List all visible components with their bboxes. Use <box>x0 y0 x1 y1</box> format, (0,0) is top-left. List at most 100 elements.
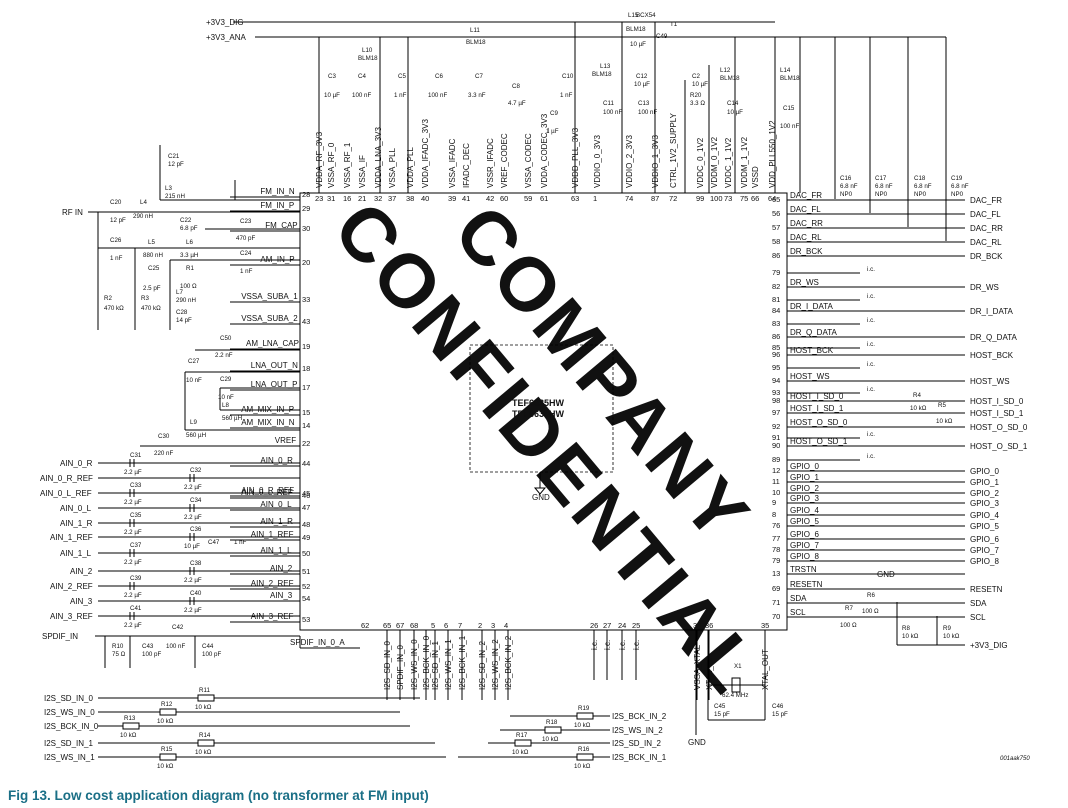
bottom-pin-number: 62 <box>361 621 369 630</box>
i2s-left-ref: R15 <box>161 746 173 753</box>
spdif-i2s-wires <box>95 635 610 758</box>
svg-text:NP0: NP0 <box>951 191 964 198</box>
svg-text:C12: C12 <box>636 73 648 80</box>
left-pin-number: 44 <box>302 459 310 468</box>
right-ic-label: i.c. <box>867 293 875 300</box>
top-pin-number: 74 <box>625 194 633 203</box>
svg-text:R2: R2 <box>104 295 112 302</box>
left-pin-name: FM_IN_P <box>260 201 294 210</box>
i2s-right-resistor <box>576 753 594 761</box>
top-pin-number: 72 <box>669 194 677 203</box>
ain-net-label: AIN_0_R <box>60 459 93 468</box>
right-net-label: GND <box>877 570 895 579</box>
bottom-pin-number: 35 <box>761 621 769 630</box>
top-pin-name: IFADC_DEC <box>462 143 471 188</box>
right-pin-number: 92 <box>772 422 780 431</box>
right-pin-number: 65 <box>772 195 780 204</box>
svg-text:C26: C26 <box>110 237 122 244</box>
svg-text:L5: L5 <box>148 239 155 246</box>
ain-cap-ref: C39 <box>130 575 142 582</box>
svg-text:R4: R4 <box>913 392 921 399</box>
right-pin-name: GPIO_2 <box>790 484 819 493</box>
l12-ref: L12 <box>720 67 731 74</box>
right-ic-label: i.c. <box>867 453 875 460</box>
top-pin-name: VDDM_1_1V2 <box>740 136 749 188</box>
svg-text:C25: C25 <box>148 265 160 272</box>
rails <box>233 21 801 193</box>
bottom-pin-number: 68 <box>410 621 418 630</box>
i2s-left-net: I2S_SD_IN_1 <box>44 739 93 748</box>
svg-text:C9: C9 <box>550 110 558 117</box>
svg-text:R20: R20 <box>690 92 702 99</box>
c45-val: 15 pF <box>714 711 730 718</box>
svg-text:6.8 nF: 6.8 nF <box>951 183 969 190</box>
svg-text:R8: R8 <box>902 625 910 632</box>
right-net-label: DR_BCK <box>970 252 1003 261</box>
svg-text:75 Ω: 75 Ω <box>112 651 126 658</box>
left-pin-number: 50 <box>302 549 310 558</box>
svg-text:C6: C6 <box>435 73 443 80</box>
svg-text:C28: C28 <box>176 309 188 316</box>
svg-text:100 nF: 100 nF <box>428 92 447 99</box>
c47-ref: C47 <box>208 539 220 546</box>
svg-text:10 kΩ: 10 kΩ <box>943 633 960 640</box>
top-pin-number: 16 <box>343 194 351 203</box>
i2s-left-net: I2S_SD_IN_0 <box>44 694 93 703</box>
svg-text:C50: C50 <box>220 335 232 342</box>
svg-text:C22: C22 <box>180 217 192 224</box>
right-pin-number: 76 <box>772 521 780 530</box>
svg-text:C8: C8 <box>512 83 520 90</box>
right-pin-name: HOST_O_SD_1 <box>790 437 848 446</box>
right-pin-name: GPIO_0 <box>790 462 819 471</box>
svg-text:C21: C21 <box>168 153 180 160</box>
left-pin-name: VSSA_SUBA_2 <box>241 314 298 323</box>
right-pin-number: 96 <box>772 350 780 359</box>
ain-cap-value: 2.2 µF <box>124 592 142 599</box>
svg-text:10 kΩ: 10 kΩ <box>936 418 953 425</box>
left-pin-name: VSSA_SUBA_1 <box>241 292 298 301</box>
chip-name-2: TEF6638HW <box>512 409 565 419</box>
svg-text:C7: C7 <box>475 73 483 80</box>
right-pin-number: 89 <box>772 455 780 464</box>
right-ic-label: i.c. <box>867 386 875 393</box>
left-pin-number: 19 <box>302 342 310 351</box>
top-pin-name: VDDA_CODEC_3V3 <box>540 113 549 188</box>
right-net-label: DAC_RR <box>970 224 1003 233</box>
svg-text:C13: C13 <box>638 100 650 107</box>
top-pin-number: 31 <box>327 194 335 203</box>
top-pin-number: 42 <box>486 194 494 203</box>
ain-cap-ref: C33 <box>130 482 142 489</box>
i2s-left-net: I2S_BCK_IN_0 <box>44 722 99 731</box>
svg-text:100 nF: 100 nF <box>352 92 371 99</box>
svg-text:100 nF: 100 nF <box>166 643 185 650</box>
right-pin-number: 79 <box>772 556 780 565</box>
top-pin-name: VSSD <box>751 166 760 188</box>
ain-net-label: AIN_0_L <box>60 504 92 513</box>
right-pin-name: RESETN <box>790 580 823 589</box>
c46-ref: C46 <box>772 703 784 710</box>
svg-text:3.3 µH: 3.3 µH <box>180 252 198 259</box>
left-pin-name: VREF <box>275 436 296 445</box>
right-pin-number: 81 <box>772 295 780 304</box>
svg-text:R5: R5 <box>938 402 946 409</box>
right-net-label: HOST_I_SD_1 <box>970 409 1024 418</box>
top-pin-name: VDDA_RF_3V3 <box>315 131 324 188</box>
i2s-right-ref: R19 <box>578 705 590 712</box>
right-pin-number: 86 <box>772 251 780 260</box>
bottom-pin-name: SPDIF_IN_0_A <box>290 638 345 647</box>
top-pin-name: VSSA_RF_1 <box>343 142 352 188</box>
svg-text:3.3 Ω: 3.3 Ω <box>690 100 705 107</box>
svg-text:C18: C18 <box>914 175 926 182</box>
l14-val: BLM18 <box>780 75 800 82</box>
right-net-label: RESETN <box>970 585 1003 594</box>
right-net-label: GPIO_0 <box>970 467 999 476</box>
svg-text:C24: C24 <box>240 250 252 257</box>
right-net-label: GPIO_1 <box>970 478 999 487</box>
left-pin-name: AIN_1_REF <box>251 530 294 539</box>
top-pin-name: VDDIO_2_3V3 <box>625 135 634 188</box>
right-net-label: DR_I_DATA <box>970 307 1013 316</box>
right-pin-name: SCL <box>790 608 806 617</box>
i2s-left-ref: R12 <box>161 701 173 708</box>
